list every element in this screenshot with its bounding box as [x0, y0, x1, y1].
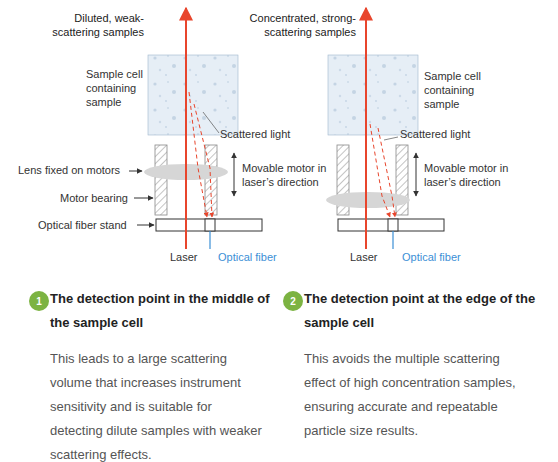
part-label: Scattered light	[220, 128, 290, 142]
section-body: This leads to a large scattering volume …	[50, 347, 268, 462]
part-label: Sample cell containing sample	[424, 70, 488, 111]
fiber-holder	[205, 219, 215, 231]
callout-number: 2	[283, 291, 303, 311]
part-label: Motor bearing	[60, 192, 128, 206]
section-heading: The detection point at the edge of the s…	[304, 287, 544, 335]
motor-bearing	[155, 145, 167, 215]
fiber-stand	[338, 219, 444, 231]
part-label: Optical fiber	[402, 251, 461, 265]
fiber-stand	[156, 219, 262, 231]
part-label: Sample cell containing sample	[86, 68, 146, 109]
section-body: This avoids the multiple scattering effe…	[304, 347, 530, 443]
optical-fiber	[209, 231, 210, 249]
motion-arrow	[416, 153, 417, 196]
part-label: Laser	[170, 251, 198, 265]
part-label: Movable motor in laser’s direction	[424, 162, 516, 190]
part-label: Movable motor in laser’s direction	[242, 162, 334, 190]
scattered-light	[378, 128, 395, 217]
leader-arrow	[137, 225, 154, 226]
leader-arrow	[129, 171, 142, 172]
scattered-light	[189, 92, 207, 217]
callout-number: 1	[29, 291, 49, 311]
part-label: Laser	[350, 251, 378, 265]
part-label: Lens fixed on motors	[18, 164, 120, 178]
leader-arrow	[134, 198, 153, 199]
section-heading: The detection point in the middle of the…	[50, 287, 278, 335]
leader-line	[203, 112, 219, 133]
motion-arrow	[234, 153, 235, 196]
panel-title: Diluted, weak-scattering samples	[28, 12, 144, 40]
callout-number-text: 2	[290, 296, 296, 307]
part-label: Optical fiber	[218, 251, 277, 265]
scattered-light	[194, 104, 212, 217]
panel-title: Concentrated, strong-scattering samples	[232, 12, 356, 40]
laser-beam	[185, 8, 187, 249]
part-label: Optical fiber stand	[38, 219, 127, 233]
laser-beam	[365, 8, 367, 249]
motor-bearing	[205, 145, 217, 215]
lens	[326, 192, 410, 208]
fiber-holder	[388, 219, 398, 231]
sample-cell	[328, 55, 418, 135]
leader-line	[384, 137, 398, 140]
callout-number-text: 1	[36, 296, 42, 307]
optical-fiber	[392, 231, 393, 249]
part-label: Scattered light	[400, 128, 470, 142]
